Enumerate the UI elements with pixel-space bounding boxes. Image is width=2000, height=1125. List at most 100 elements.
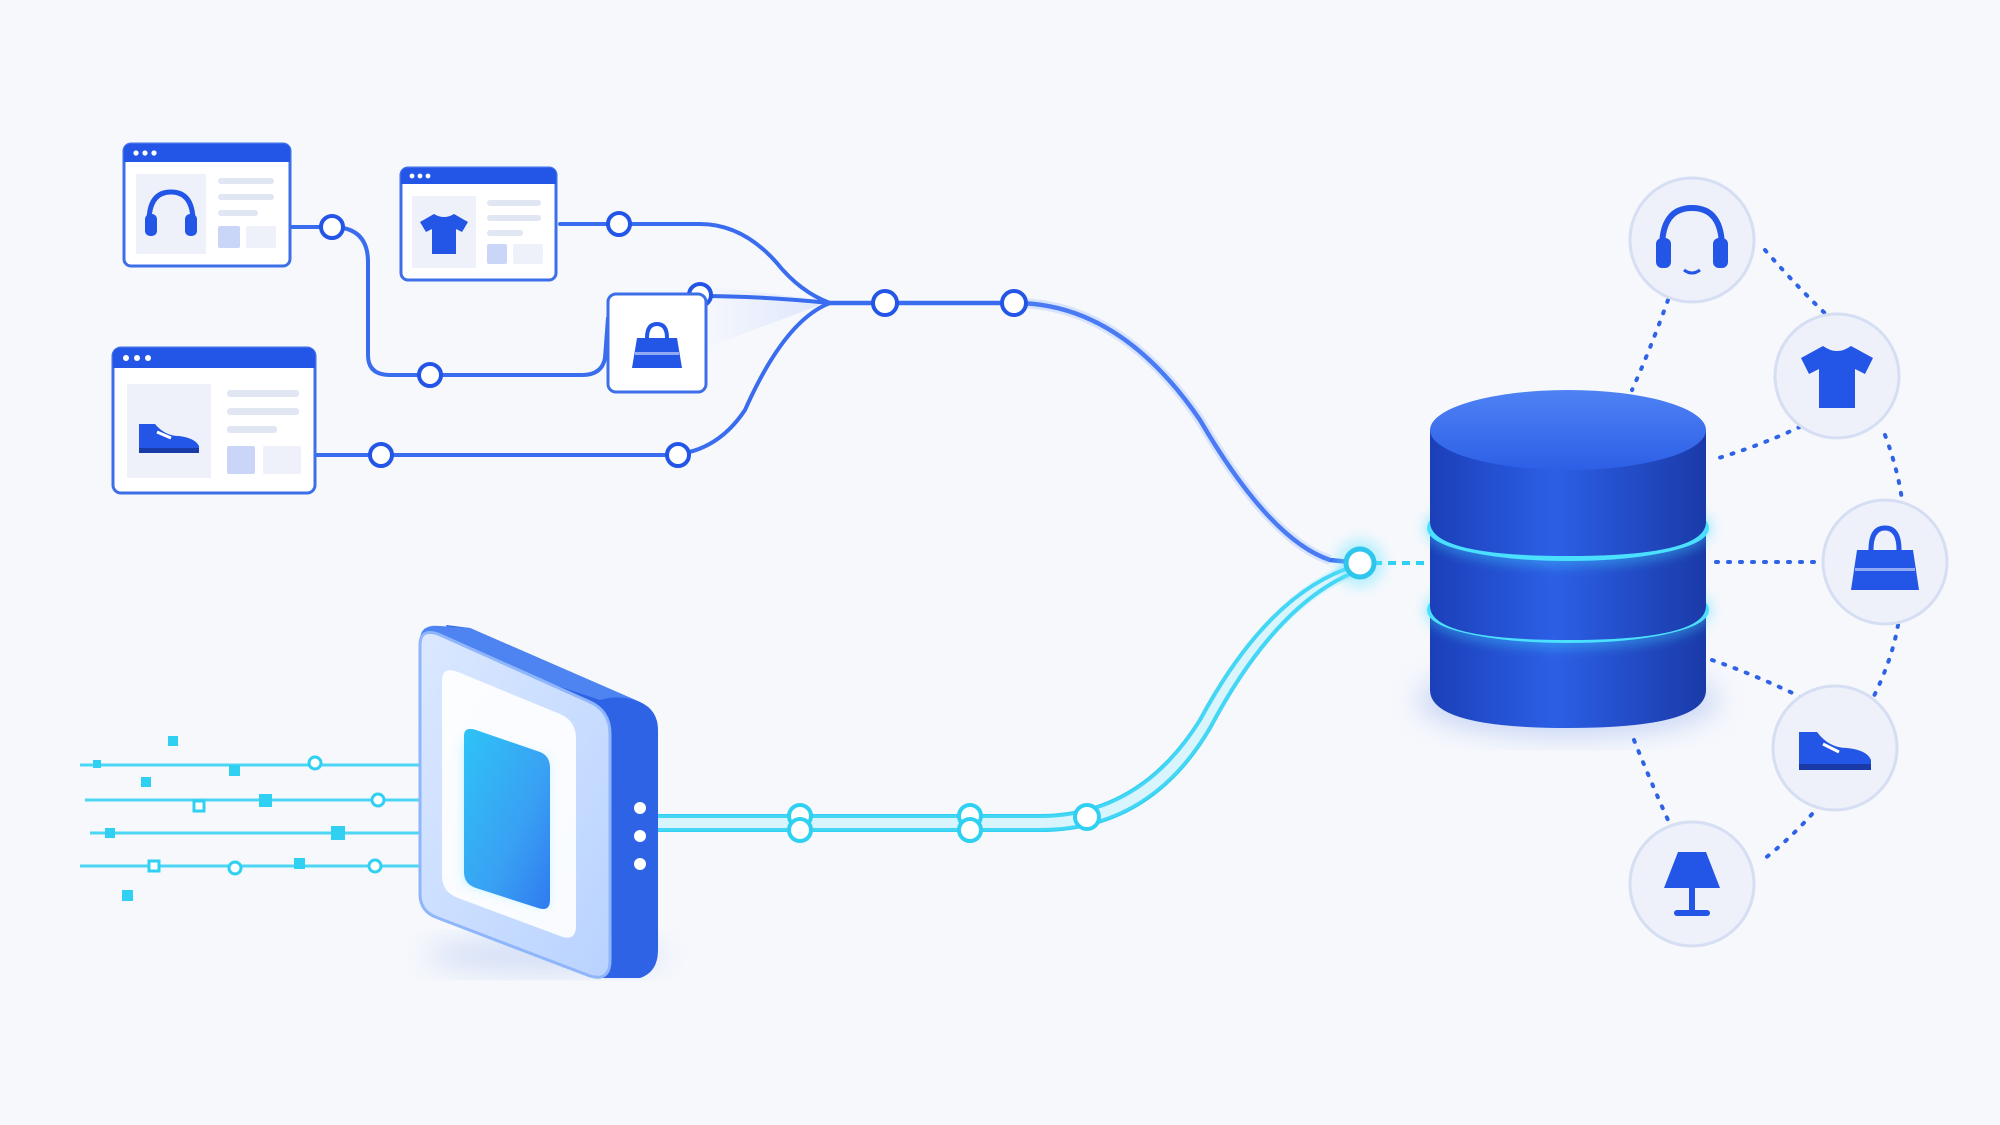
- category-circle: [1628, 176, 1756, 304]
- orbit-dots: [1763, 248, 1832, 320]
- headphones-card: [122, 142, 292, 268]
- text-line: [227, 408, 299, 415]
- node: [1000, 289, 1028, 317]
- db-top: [1430, 390, 1706, 470]
- orbit-dots: [1630, 298, 1670, 392]
- connector-tshirt: [558, 222, 832, 305]
- data-packet: [93, 760, 101, 768]
- node: [368, 442, 394, 468]
- merge-node: [1343, 546, 1377, 580]
- node: [665, 442, 691, 468]
- node: [1073, 803, 1101, 831]
- headphones-icon: [1656, 204, 1728, 275]
- text-line: [487, 200, 541, 206]
- category-handbag: [1821, 498, 1949, 626]
- window-dot: [425, 173, 431, 179]
- text-line: [227, 426, 277, 433]
- window-dot: [151, 150, 157, 156]
- cyan-line-top: [653, 563, 1360, 818]
- stream-node: [227, 860, 243, 876]
- window-dot: [123, 355, 129, 361]
- ingest-device: [418, 625, 665, 979]
- text-line: [263, 446, 301, 474]
- cyan-line-glow: [647, 559, 1368, 831]
- thumb-square: [218, 226, 240, 248]
- window-dot: [142, 150, 148, 156]
- node: [871, 289, 899, 317]
- db-segment-bottom: [1430, 615, 1706, 728]
- node: [319, 214, 345, 240]
- window-dot: [133, 150, 139, 156]
- card-titlebar: [401, 168, 556, 184]
- text-line: [227, 390, 299, 397]
- window-dot: [417, 173, 423, 179]
- text-line: [487, 215, 541, 221]
- stream-node: [192, 799, 206, 813]
- bag-card: [606, 292, 708, 394]
- card-titlebar: [113, 348, 315, 368]
- thumb-square: [227, 446, 255, 474]
- connector-headphones: [288, 225, 610, 377]
- text-line: [218, 194, 274, 200]
- data-packet: [294, 858, 305, 869]
- connector-trunk: [827, 300, 1363, 566]
- data-packet: [259, 794, 272, 807]
- data-packet: [331, 826, 345, 840]
- cyan-line-bottom: [653, 568, 1362, 832]
- data-streams: [80, 736, 440, 901]
- thumb-square: [487, 244, 507, 264]
- orbit-dots: [1632, 738, 1670, 822]
- orbit-dots: [1870, 623, 1900, 702]
- sneaker-icon: [1799, 732, 1871, 770]
- orbit-dots: [1710, 658, 1832, 714]
- window-dot: [409, 173, 415, 179]
- category-tshirt: [1773, 312, 1901, 440]
- window-dot: [134, 355, 140, 361]
- data-packet: [122, 890, 133, 901]
- connector-trunk-glow: [1014, 298, 1332, 565]
- category-headphones: [1628, 176, 1756, 304]
- ingest-connectors: [647, 559, 1368, 832]
- stream-node: [307, 755, 323, 771]
- orbit-dots: [1758, 803, 1822, 864]
- database: [1418, 390, 1718, 736]
- handbag-icon: [632, 321, 682, 368]
- data-packet: [105, 828, 115, 838]
- orbit-dots: [1883, 433, 1904, 502]
- port-light: [634, 858, 646, 870]
- tshirt-icon: [1801, 346, 1873, 408]
- device-top-edge: [420, 625, 640, 702]
- port-light: [634, 802, 646, 814]
- category-sneaker: [1771, 684, 1899, 812]
- node: [957, 817, 983, 843]
- port-light: [634, 830, 646, 842]
- node: [417, 362, 443, 388]
- text-line: [513, 244, 543, 264]
- connector-bag: [698, 294, 832, 305]
- text-line: [218, 178, 274, 184]
- headphones-icon: [145, 189, 197, 236]
- tshirt-icon: [420, 214, 468, 254]
- handbag-icon: [1851, 525, 1919, 590]
- text-line: [487, 230, 523, 236]
- device-screen: [464, 728, 550, 909]
- sneaker-card: [111, 346, 317, 495]
- window-dot: [145, 355, 151, 361]
- category-lamp: [1628, 820, 1756, 948]
- image-panel: [136, 174, 206, 254]
- node: [787, 817, 813, 843]
- tshirt-card: [399, 166, 558, 282]
- data-packet: [229, 765, 240, 776]
- data-packet: [168, 736, 178, 746]
- category-orbit: [1630, 248, 1904, 864]
- stream-node: [370, 792, 386, 808]
- stream-node: [367, 858, 383, 874]
- node: [606, 211, 632, 237]
- sneaker-icon: [139, 424, 199, 453]
- card-titlebar: [124, 144, 290, 162]
- lamp-icon: [1664, 852, 1720, 916]
- text-line: [246, 226, 276, 248]
- text-line: [218, 210, 258, 216]
- stream-node: [147, 859, 161, 873]
